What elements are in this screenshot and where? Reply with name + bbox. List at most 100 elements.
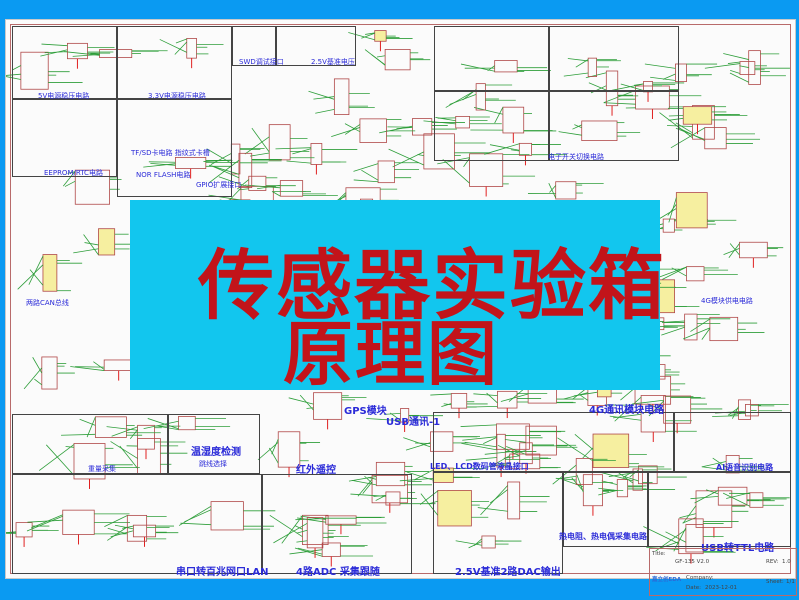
wire <box>624 476 639 482</box>
panel-temp <box>168 414 260 474</box>
wire <box>376 55 386 58</box>
wire <box>414 442 431 444</box>
block-label: 跳线选择 <box>199 460 227 468</box>
panel-eeprom <box>12 99 117 177</box>
wire <box>690 318 711 332</box>
block-label: AI语音识别电路 <box>716 463 774 472</box>
component-symbol <box>686 266 705 282</box>
wire <box>27 519 63 523</box>
wire <box>611 83 644 91</box>
wire <box>462 436 497 441</box>
wire <box>34 378 43 386</box>
wire <box>562 479 584 488</box>
component-symbol <box>437 490 472 527</box>
panel-weight <box>12 414 168 474</box>
wire <box>603 89 636 103</box>
wire <box>558 131 582 136</box>
wire <box>208 164 240 175</box>
wire <box>308 90 335 100</box>
wire <box>122 525 134 529</box>
wire <box>443 403 452 406</box>
component-symbol <box>525 425 557 456</box>
wire <box>588 82 607 91</box>
wire <box>174 41 188 55</box>
wire <box>445 89 477 108</box>
wire <box>366 418 401 421</box>
wire <box>723 247 740 255</box>
component-symbol <box>210 501 244 531</box>
wire <box>269 447 279 464</box>
wire <box>484 143 520 155</box>
overlay-title: 传感器实验箱 <box>198 241 666 330</box>
wire <box>455 540 482 546</box>
wire <box>296 540 308 543</box>
wire <box>483 437 497 445</box>
wire <box>218 176 249 188</box>
wire <box>249 152 270 157</box>
component-symbol <box>178 416 196 431</box>
rev-label: REV: <box>766 559 779 565</box>
wire <box>406 471 434 481</box>
wire <box>357 478 373 497</box>
wire <box>175 38 187 44</box>
panel-led <box>433 412 674 472</box>
wire <box>659 112 693 139</box>
panel-rs485-2 <box>549 91 679 161</box>
wire <box>45 444 75 476</box>
wire <box>460 424 497 427</box>
component-symbol <box>592 433 630 468</box>
wire <box>419 490 439 505</box>
wire <box>83 234 99 256</box>
wire <box>727 61 741 64</box>
wire <box>465 457 497 461</box>
wire <box>281 515 303 544</box>
wire <box>256 184 281 190</box>
wire <box>484 450 520 455</box>
wire <box>658 541 679 550</box>
wire <box>644 63 676 69</box>
wire <box>383 412 401 415</box>
wire <box>41 43 68 47</box>
wire <box>373 494 386 497</box>
wire <box>67 171 76 174</box>
wire <box>63 51 100 56</box>
wire <box>477 507 508 512</box>
component-symbol <box>302 514 329 546</box>
wire <box>423 120 456 125</box>
wire <box>84 242 99 246</box>
wire <box>238 188 249 191</box>
wire <box>110 441 138 459</box>
wire <box>208 159 240 184</box>
wire <box>701 328 711 340</box>
wire <box>430 393 452 396</box>
wire <box>467 406 498 408</box>
wire <box>6 73 21 76</box>
component-symbol <box>103 359 134 371</box>
block-label: NOR FLASH电路 <box>136 171 191 179</box>
wire <box>297 517 326 523</box>
component-symbol <box>704 127 727 150</box>
wire <box>61 433 96 436</box>
wire <box>65 446 75 448</box>
wire <box>506 446 527 455</box>
wire <box>480 485 508 516</box>
wire <box>504 439 526 443</box>
wire <box>648 400 664 417</box>
wire <box>620 83 644 91</box>
wire <box>286 160 311 164</box>
wire <box>647 403 664 411</box>
component-symbol <box>481 535 496 549</box>
panel-5v-power <box>12 26 117 99</box>
wire <box>208 194 242 201</box>
wire <box>315 109 335 114</box>
wire <box>12 65 22 71</box>
overlay-subtitle: 原理图 <box>283 312 499 395</box>
wire <box>442 159 470 184</box>
component-symbol <box>502 106 525 134</box>
wire <box>435 117 456 122</box>
wire <box>650 76 676 81</box>
wire <box>609 415 642 421</box>
component-symbol <box>739 61 756 75</box>
wire <box>129 429 138 440</box>
component-symbol <box>682 106 713 125</box>
